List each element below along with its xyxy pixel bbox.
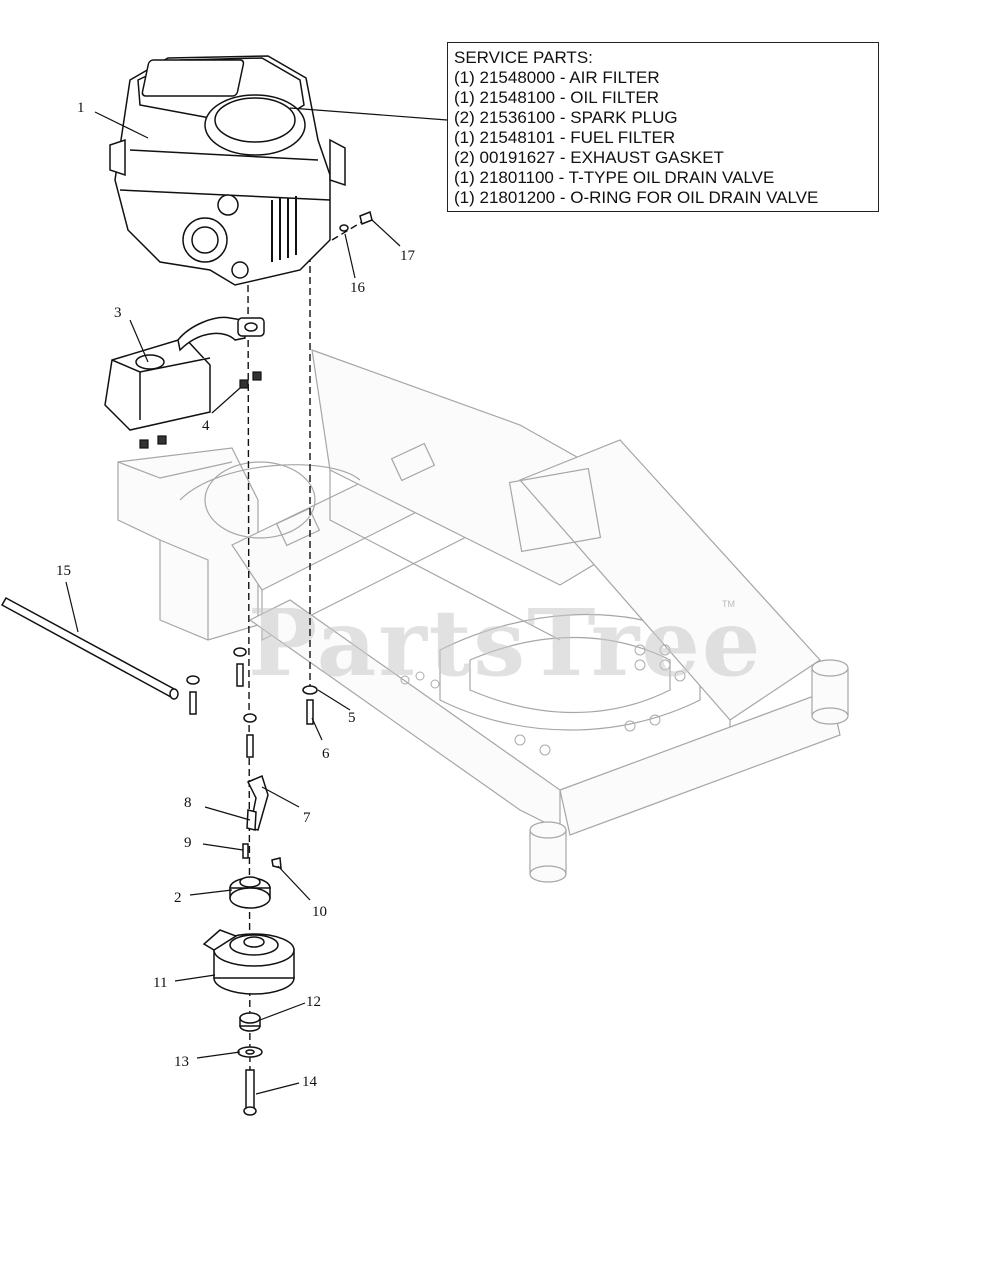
callout-17: 17 <box>400 248 416 264</box>
service-part-item: (2) 00191627 - EXHAUST GASKET <box>454 148 724 167</box>
nuts <box>139 371 262 449</box>
oil-drain-parts <box>339 210 373 232</box>
callout-8: 8 <box>184 795 192 811</box>
clutch <box>202 929 295 995</box>
pins <box>242 843 282 869</box>
mower-frame <box>117 349 849 883</box>
callout-6: 6 <box>322 746 330 762</box>
service-part-item: (1) 21548100 - OIL FILTER <box>454 88 660 107</box>
caster-right <box>811 659 849 725</box>
callout-2: 2 <box>174 890 182 906</box>
muffler <box>104 316 265 431</box>
callout-13: 13 <box>174 1054 189 1070</box>
callout-15: 15 <box>56 563 71 579</box>
bolt <box>243 1069 257 1116</box>
spacer <box>239 1012 261 1032</box>
alignment-line-oil-drain <box>331 219 366 241</box>
caster-left <box>529 821 567 883</box>
service-parts-box: SERVICE PARTS: (1) 21548000 - AIR FILTER… <box>447 42 879 212</box>
bracket <box>246 774 269 831</box>
callout-12: 12 <box>306 994 321 1010</box>
callout-4: 4 <box>202 418 210 434</box>
rod <box>0 596 179 700</box>
callout-7: 7 <box>303 810 311 826</box>
service-part-item: (2) 21536100 - SPARK PLUG <box>454 108 678 127</box>
callout-16: 16 <box>350 280 366 296</box>
washer <box>237 1046 263 1058</box>
callout-14: 14 <box>302 1074 318 1090</box>
callout-9: 9 <box>184 835 192 851</box>
watermark: PartsTree <box>248 589 762 697</box>
service-parts-heading: SERVICE PARTS: <box>454 48 593 67</box>
callout-10: 10 <box>312 904 327 920</box>
callout-labels: 1 2 3 4 5 6 7 8 9 10 11 12 13 14 15 16 1… <box>56 100 416 1090</box>
washers-and-bolts <box>186 647 318 758</box>
service-part-item: (1) 21801200 - O-RING FOR OIL DRAIN VALV… <box>454 188 819 207</box>
callout-3: 3 <box>114 305 122 321</box>
callout-1: 1 <box>77 100 85 116</box>
watermark-trademark: TM <box>722 599 735 609</box>
service-part-item: (1) 21801100 - T-TYPE OIL DRAIN VALVE <box>454 168 775 187</box>
service-part-item: (1) 21548000 - AIR FILTER <box>454 68 660 87</box>
callout-5: 5 <box>348 710 356 726</box>
leader-lines <box>65 107 448 1095</box>
engine <box>109 55 346 286</box>
pulley <box>229 876 271 909</box>
callout-11: 11 <box>153 975 167 991</box>
service-part-item: (1) 21548101 - FUEL FILTER <box>454 128 676 147</box>
